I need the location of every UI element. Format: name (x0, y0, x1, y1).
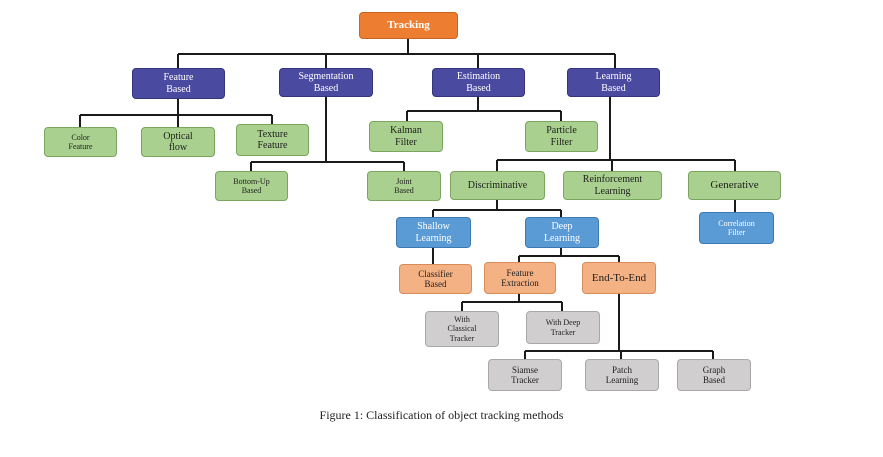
node-joint-based: Joint Based (367, 171, 441, 201)
node-shallow-learning: Shallow Learning (396, 217, 471, 248)
node-estimation-based: Estimation Based (432, 68, 525, 97)
node-texture-feature: Texture Feature (236, 124, 309, 156)
node-generative: Generative (688, 171, 781, 200)
node-discriminative: Discriminative (450, 171, 545, 200)
figure-caption: Figure 1: Classification of object track… (319, 408, 564, 422)
node-particle-filter: Particle Filter (525, 121, 598, 152)
node-classifier-based: Classifier Based (399, 264, 472, 294)
node-reinforcement-learning: Reinforcement Learning (563, 171, 662, 200)
node-optical-flow: Optical flow (141, 127, 215, 157)
node-patch-learning: Patch Learning (585, 359, 659, 391)
node-segmentation-based: Segmentation Based (279, 68, 373, 97)
node-bottom-up-based: Bottom-Up Based (215, 171, 288, 201)
node-feature-based: Feature Based (132, 68, 225, 99)
node-feature-extraction: Feature Extraction (484, 262, 556, 294)
node-end-to-end: End-To-End (582, 262, 656, 294)
node-correlation-filter: Correlation Filter (699, 212, 774, 244)
node-siamse-tracker: Siamse Tracker (488, 359, 562, 391)
node-graph-based: Graph Based (677, 359, 751, 391)
node-color-feature: Color Feature (44, 127, 117, 157)
node-deep-learning: Deep Learning (525, 217, 599, 248)
node-learning-based: Learning Based (567, 68, 660, 97)
node-with-classical-tracker: With Classical Tracker (425, 311, 499, 347)
node-kalman-filter: Kalman Filter (369, 121, 443, 152)
node-tracking: Tracking (359, 12, 458, 39)
node-with-deep-tracker: With Deep Tracker (526, 311, 600, 344)
